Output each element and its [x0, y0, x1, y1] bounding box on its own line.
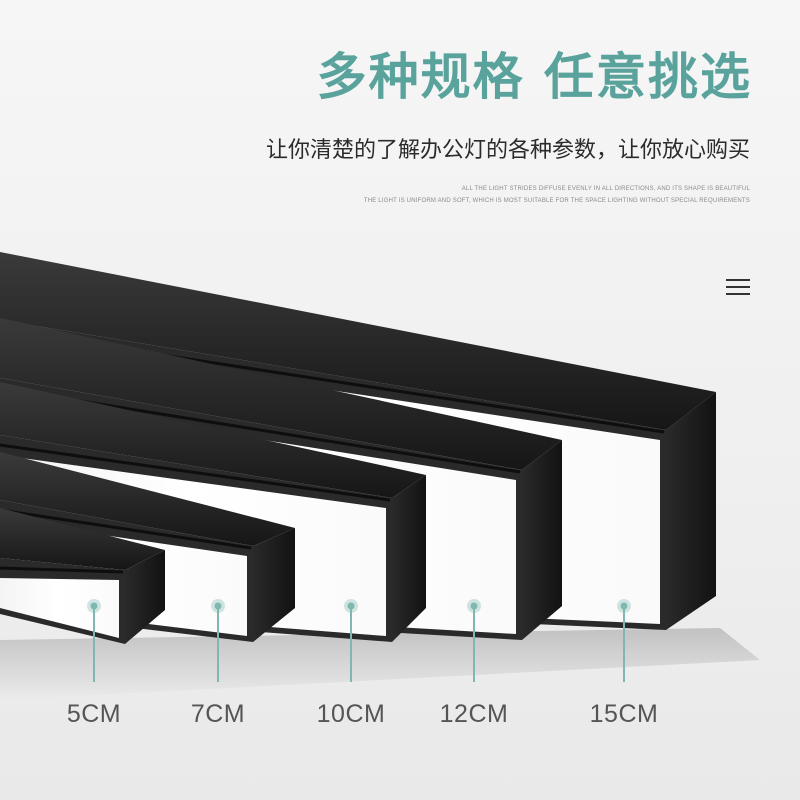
- hamburger-menu-icon[interactable]: [726, 279, 750, 297]
- size-label: 15CM: [589, 700, 659, 728]
- fixture-top-face: [0, 382, 426, 498]
- menu-bar-bottom: [726, 293, 750, 295]
- fixture-diffuser-panel: [0, 578, 119, 638]
- callout-dot: [347, 602, 355, 610]
- fixture-end-cap: [666, 392, 716, 630]
- size-label: 7CM: [190, 700, 246, 728]
- callout-dot: [90, 602, 98, 610]
- fixture-end-cap: [125, 550, 165, 644]
- page-subtitle: 让你清楚的了解办公灯的各种参数，让你放心购买: [265, 138, 750, 163]
- fixture-top-face: [0, 508, 165, 570]
- fixture-top-face: [0, 252, 716, 430]
- callout-dot: [470, 602, 478, 610]
- fixture-end-cap: [253, 528, 295, 642]
- size-label: 10CM: [316, 700, 386, 728]
- english-caption-line-2: THE LIGHT IS UNIFORM AND SOFT, WHICH IS …: [363, 198, 750, 204]
- menu-bar-middle: [726, 286, 750, 288]
- size-callouts: [87, 599, 631, 682]
- english-caption-line-1: ALL THE LIGHT STRIDES DIFFUSE EVENLY IN …: [461, 186, 750, 192]
- size-label: 12CM: [439, 700, 509, 728]
- callout-dot: [214, 602, 222, 610]
- callout-dot: [620, 602, 628, 610]
- fixture-top-face: [0, 452, 295, 546]
- menu-bar-top: [726, 279, 750, 281]
- fixture-lip-line: [0, 566, 124, 574]
- fixture-lip-line: [0, 508, 252, 550]
- floor-shadows: [0, 628, 760, 700]
- fixture-end-cap: [392, 475, 426, 642]
- fixture-top-face: [0, 318, 562, 470]
- fixture-lip-line: [0, 443, 391, 502]
- led-fixtures: [0, 252, 716, 644]
- page-title: 多种规格 任意挑选: [316, 48, 752, 106]
- fixture-end-cap: [522, 440, 562, 640]
- size-label: 5CM: [66, 700, 122, 728]
